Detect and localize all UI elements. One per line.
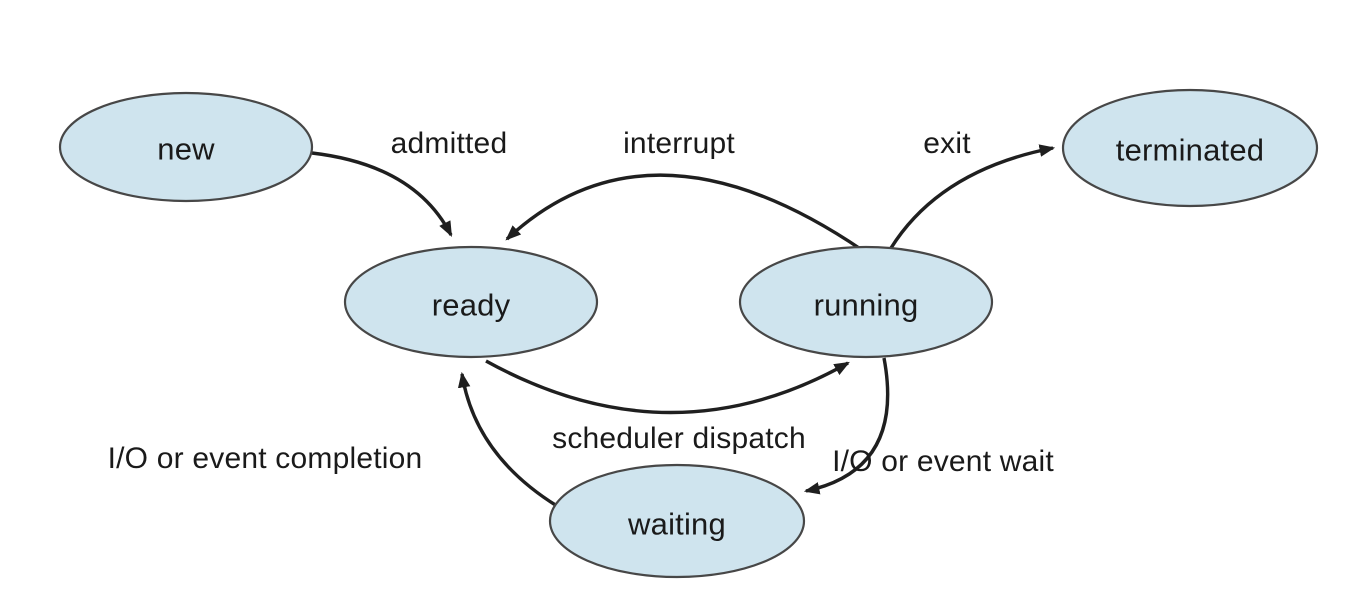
state-new-label: new — [157, 131, 215, 167]
transition-io-event-completion-label: I/O or event completion — [107, 442, 423, 475]
state-running-label: running — [813, 287, 919, 323]
state-waiting-label: waiting — [628, 506, 726, 542]
state-waiting-ellipse — [548, 463, 806, 579]
state-new-ellipse — [58, 91, 314, 203]
state-ready-label: ready — [431, 287, 511, 323]
transition-exit-arrow — [889, 144, 1056, 249]
transition-scheduler-dispatch-arrow — [485, 359, 850, 415]
transition-admitted-label: admitted — [390, 127, 508, 160]
state-running-ellipse — [738, 245, 994, 359]
transition-admitted-arrow — [311, 151, 453, 237]
state-terminated-ellipse — [1061, 88, 1319, 208]
transition-io-event-wait-label: I/O or event wait — [832, 445, 1054, 478]
transition-io-event-completion-arrow — [457, 371, 558, 508]
state-terminated-label: terminated — [1115, 132, 1265, 168]
transition-interrupt-arrow — [505, 173, 863, 252]
transition-io-event-wait-arrow — [803, 357, 890, 495]
transition-scheduler-dispatch-label: scheduler dispatch — [552, 422, 806, 455]
transition-exit-label: exit — [923, 127, 971, 160]
state-ready-ellipse — [343, 245, 599, 359]
transition-interrupt-label: interrupt — [623, 127, 735, 160]
